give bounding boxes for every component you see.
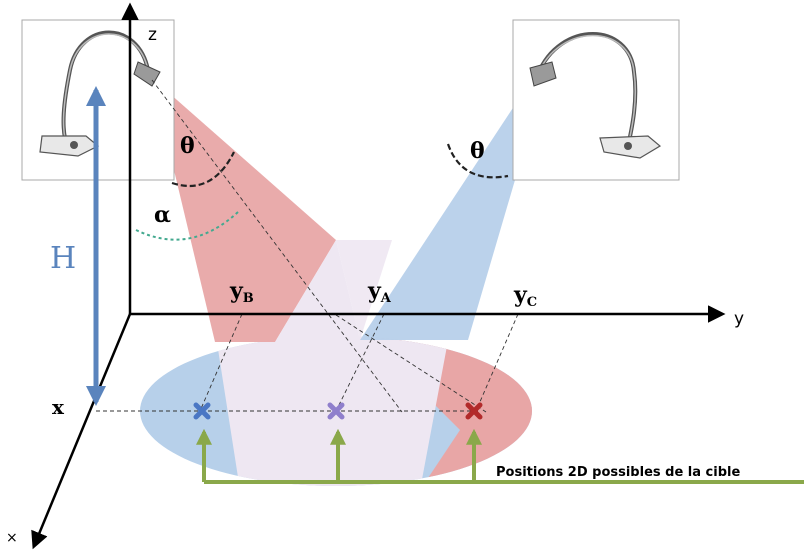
- possible-positions-bracket: [196, 428, 804, 484]
- projection-lines: [96, 79, 519, 413]
- right-camera-icon: [529, 32, 662, 159]
- y-axis-label: y: [734, 309, 744, 329]
- theta-right-label: θ: [470, 138, 485, 164]
- left-camera-icon: [39, 30, 161, 157]
- alpha-arc: [135, 211, 239, 241]
- theta-left-arc: [171, 151, 235, 188]
- right-camera-frame: [512, 19, 680, 181]
- z-axis-label: z: [148, 25, 157, 45]
- height-label: H: [50, 241, 76, 276]
- x-axis: [31, 313, 132, 550]
- right-camera-beam: [360, 85, 528, 340]
- marker-b: [193, 402, 211, 420]
- x-position-label: x: [52, 395, 65, 419]
- left-camera-beam: [152, 78, 336, 342]
- axes: [31, 2, 726, 550]
- marker-c: [465, 402, 483, 420]
- yC-label: yC: [513, 282, 537, 310]
- x-axis-end-label: ×: [6, 530, 18, 546]
- theta-left-label: θ: [180, 133, 195, 159]
- yB-label: yB: [229, 278, 254, 306]
- caption-possible-positions: Positions 2D possibles de la cible: [496, 465, 740, 480]
- marker-a: [327, 402, 345, 420]
- yA-label: yA: [367, 278, 392, 306]
- theta-right-arc: [446, 143, 509, 179]
- alpha-label: α: [154, 202, 171, 228]
